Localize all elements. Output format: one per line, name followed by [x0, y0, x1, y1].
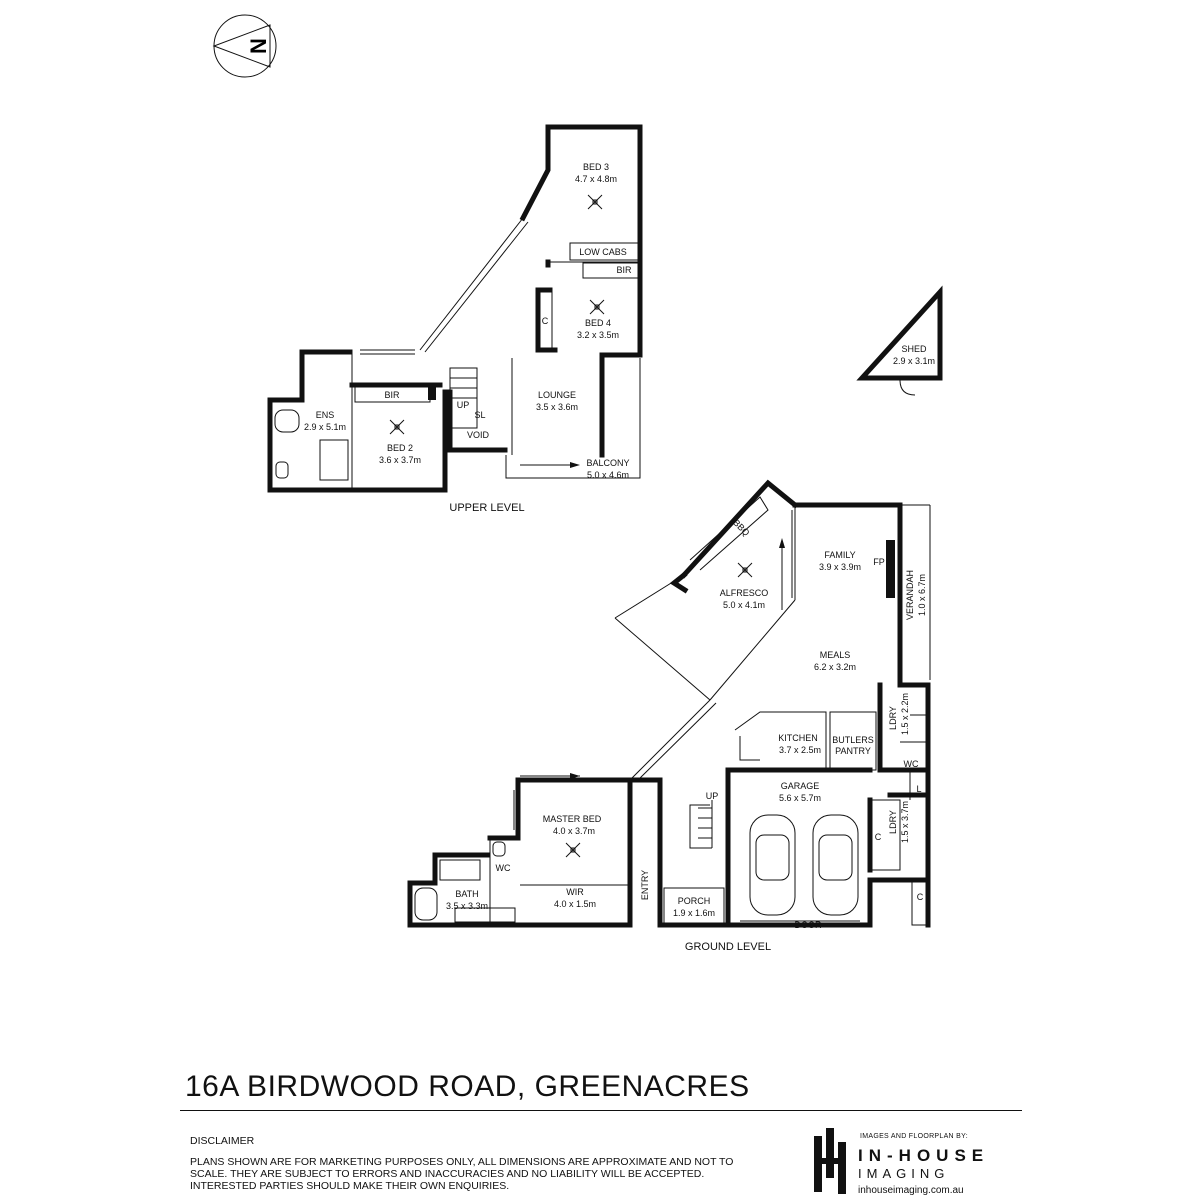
room-name-family: FAMILY: [824, 550, 855, 560]
room-size-garage: 5.6 x 5.7m: [779, 793, 821, 803]
room-name-void: VOID: [467, 430, 490, 440]
label-fp: FP: [873, 557, 885, 567]
room-size-porch: 1.9 x 1.6m: [673, 908, 715, 918]
car-icon: [812, 814, 859, 916]
property-address: 16A BIRDWOOD ROAD, GREENACRES: [185, 1070, 750, 1103]
room-size-bed2: 3.6 x 3.7m: [379, 455, 421, 465]
room-name-verandah: VERANDAH: [905, 570, 915, 620]
ceiling-fan-icon: [565, 842, 581, 858]
car-icon: [749, 814, 796, 916]
label-l: L: [916, 784, 921, 794]
label-c-corner: C: [917, 892, 924, 902]
room-name-c-bed4: C: [542, 316, 549, 326]
label-c-garage: C: [875, 832, 882, 842]
compass-letter: N: [246, 38, 271, 54]
ground-level-title: GROUND LEVEL: [685, 941, 771, 953]
room-size-alfresco: 5.0 x 4.1m: [723, 600, 765, 610]
brand-sub: IMAGING: [858, 1166, 950, 1181]
room-labels: BED 3 4.7 x 4.8m LOW CABS BIR BED 4 3.2 …: [304, 162, 935, 953]
label-bbq: BBQ: [731, 517, 752, 538]
room-name-balcony: BALCONY: [586, 458, 629, 468]
disclaimer-text: PLANS SHOWN ARE FOR MARKETING PURPOSES O…: [190, 1156, 734, 1192]
room-size-lounge: 3.5 x 3.6m: [536, 402, 578, 412]
room-size-ens: 2.9 x 5.1m: [304, 422, 346, 432]
ceiling-fan-icon: [589, 299, 605, 315]
room-name-entry: ENTRY: [640, 870, 650, 900]
room-name-pantry: PANTRY: [835, 746, 871, 756]
brand-name: IN-HOUSE: [858, 1146, 990, 1165]
room-name-meals: MEALS: [820, 650, 851, 660]
room-name-bir-bed2: BIR: [384, 390, 400, 400]
room-name-bed2: BED 2: [387, 443, 413, 453]
ceiling-fan-icon: [737, 562, 753, 578]
ceiling-fan-icon: [587, 194, 603, 210]
ground-level-walls: [407, 479, 931, 928]
room-name-porch: PORCH: [678, 896, 711, 906]
room-size-verandah: 1.0 x 6.7m: [917, 574, 927, 616]
room-name-ldry1: LDRY: [888, 706, 898, 730]
room-name-ens: ENS: [316, 410, 335, 420]
room-size-ldry2: 1.5 x 3.7m: [900, 801, 910, 843]
ceiling-fan-icon: [389, 419, 405, 435]
room-size-wir: 4.0 x 1.5m: [554, 899, 596, 909]
brand-credit: IMAGES AND FLOORPLAN BY:: [860, 1133, 968, 1140]
upper-level-title: UPPER LEVEL: [449, 502, 524, 514]
label-door: DOOR: [795, 920, 823, 930]
room-name-bir-bed4: BIR: [616, 265, 632, 275]
room-name-bed4: BED 4: [585, 318, 611, 328]
north-arrow-icon: N: [212, 14, 277, 78]
room-size-ldry1: 1.5 x 2.2m: [900, 693, 910, 735]
upper-level-walls: [267, 124, 943, 493]
room-size-bed4: 3.2 x 3.5m: [577, 330, 619, 340]
room-size-bath: 3.5 x 3.3m: [446, 901, 488, 911]
disclaimer-heading: DISCLAIMER: [190, 1135, 255, 1147]
room-name-shed: SHED: [901, 344, 927, 354]
room-name-alfresco: ALFRESCO: [720, 588, 769, 598]
brand-url[interactable]: inhouseimaging.com.au: [858, 1185, 964, 1196]
floor-plan: N: [212, 14, 943, 953]
room-size-master: 4.0 x 3.7m: [553, 826, 595, 836]
room-size-family: 3.9 x 3.9m: [819, 562, 861, 572]
room-name-garage: GARAGE: [781, 781, 820, 791]
room-size-bed3: 4.7 x 4.8m: [575, 174, 617, 184]
room-name-bed3: BED 3: [583, 162, 609, 172]
in-house-logo-icon: [814, 1128, 846, 1194]
room-name-lounge: LOUNGE: [538, 390, 576, 400]
room-size-meals: 6.2 x 3.2m: [814, 662, 856, 672]
room-size-kitchen: 3.7 x 2.5m: [779, 745, 821, 755]
room-name-butlers: BUTLERS: [832, 735, 874, 745]
room-name-wir: WIR: [566, 887, 584, 897]
room-name-bath: BATH: [455, 889, 478, 899]
room-name-kitchen: KITCHEN: [778, 733, 818, 743]
room-name-low-cabs: LOW CABS: [579, 247, 627, 257]
room-name-ldry2: LDRY: [888, 810, 898, 834]
room-name-master: MASTER BED: [543, 814, 602, 824]
label-up-ground: UP: [706, 791, 719, 801]
label-sl: SL: [474, 410, 485, 420]
room-name-wc-ground: WC: [904, 759, 919, 769]
label-up-upper: UP: [457, 400, 470, 410]
room-name-wc-bath: WC: [496, 863, 511, 873]
room-size-shed: 2.9 x 3.1m: [893, 356, 935, 366]
footer-divider: [180, 1110, 1022, 1111]
room-size-balcony: 5.0 x 4.6m: [587, 470, 629, 480]
